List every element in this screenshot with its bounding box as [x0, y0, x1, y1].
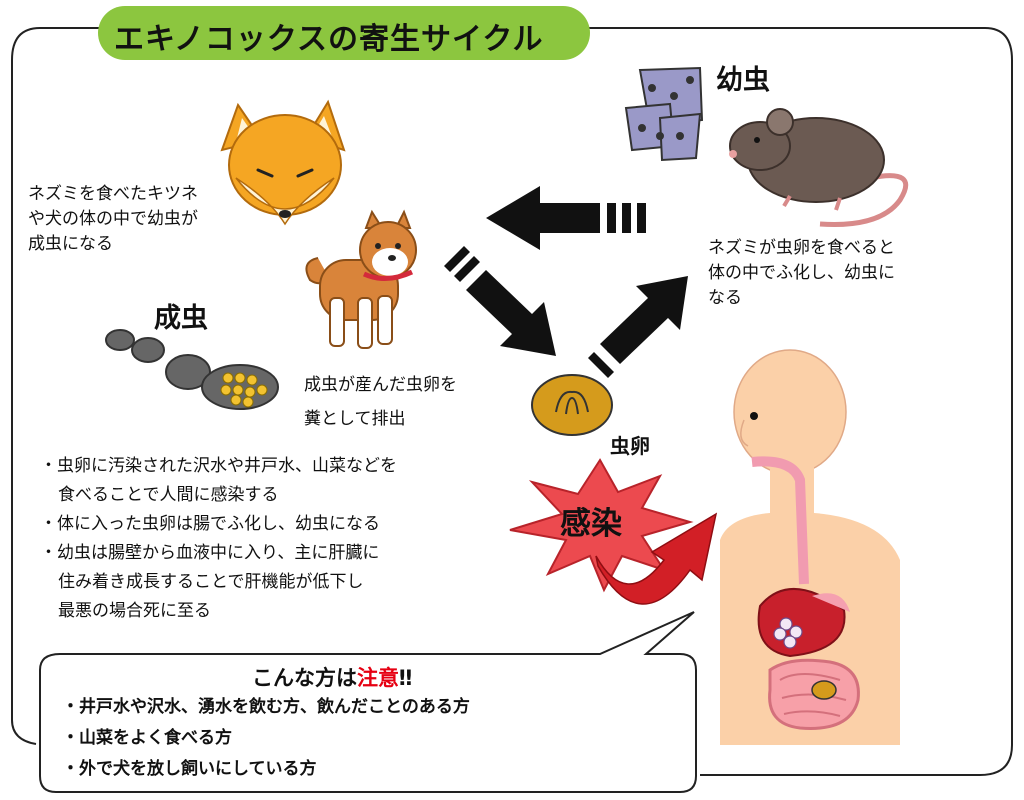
warning-list: ・井戸水や沢水、湧水を飲む方、飲んだことのある方 ・山菜をよく食べる方 ・外で犬… — [62, 692, 470, 785]
caption-excrete: 成虫が産んだ虫卵を 糞として排出 — [304, 368, 457, 436]
warning-title-suffix: ‼ — [399, 666, 413, 690]
caption-line: ネズミが虫卵を食べると — [708, 238, 895, 258]
bullet-line: ・幼虫は腸壁から血液中に入り、主に肝臓に — [40, 543, 380, 563]
diagram-title: エキノコックスの寄生サイクル — [114, 22, 544, 57]
caption-line: や犬の体の中で幼虫が — [28, 209, 198, 229]
fox-illustration — [220, 99, 346, 226]
bullet-line: 食べることで人間に感染する — [58, 485, 279, 505]
infection-red-arrow — [595, 512, 718, 605]
infection-explanation: ・虫卵に汚染された沢水や井戸水、山菜などを 食べることで人間に感染する ・体に入… — [40, 452, 397, 626]
label-egg: 虫卵 — [610, 434, 650, 458]
frame-border — [40, 27, 1013, 776]
title-pill — [98, 6, 590, 60]
label-larva: 幼虫 — [716, 65, 770, 96]
mouse-illustration — [729, 108, 909, 227]
caption-fox-dog: ネズミを食べたキツネ や犬の体の中で幼虫が 成虫になる — [28, 182, 198, 257]
larva-cyst-illustration — [624, 66, 704, 162]
label-adult: 成虫 — [154, 303, 208, 334]
caption-line: 糞として排出 — [304, 409, 406, 429]
caption-mouse: ネズミが虫卵を食べると 体の中でふ化し、幼虫に なる — [708, 236, 895, 311]
adult-worm-illustration — [105, 329, 279, 410]
egg-illustration — [531, 374, 613, 436]
frame-border-left — [11, 27, 98, 745]
bullet-line: ・虫卵に汚染された沢水や井戸水、山菜などを — [40, 456, 397, 476]
warning-item: ・山菜をよく食べる方 — [62, 728, 232, 748]
label-infection: 感染 — [560, 506, 622, 542]
cycle-arrows — [444, 186, 688, 378]
dog-illustration — [305, 209, 417, 349]
warning-title-prefix: こんな方は — [252, 666, 357, 690]
bullet-line: ・体に入った虫卵は腸でふ化し、幼虫になる — [40, 514, 380, 534]
warning-item: ・外で犬を放し飼いにしている方 — [62, 759, 317, 779]
warning-bubble — [39, 611, 697, 793]
bullet-line: 最悪の場合死に至る — [58, 601, 211, 621]
caption-line: 成虫が産んだ虫卵を — [304, 375, 457, 395]
caption-line: 体の中でふ化し、幼虫に — [708, 263, 895, 283]
bullet-line: 住み着き成長することで肝機能が低下し — [58, 572, 364, 592]
caption-line: なる — [708, 288, 742, 308]
infection-burst — [509, 458, 694, 593]
caption-line: ネズミを食べたキツネ — [28, 184, 198, 204]
warning-title: こんな方は注意‼ — [252, 662, 412, 692]
caption-line: 成虫になる — [28, 234, 113, 254]
human-illustration — [720, 349, 900, 745]
warning-title-emphasis: 注意 — [357, 666, 399, 690]
warning-item: ・井戸水や沢水、湧水を飲む方、飲んだことのある方 — [62, 697, 470, 717]
